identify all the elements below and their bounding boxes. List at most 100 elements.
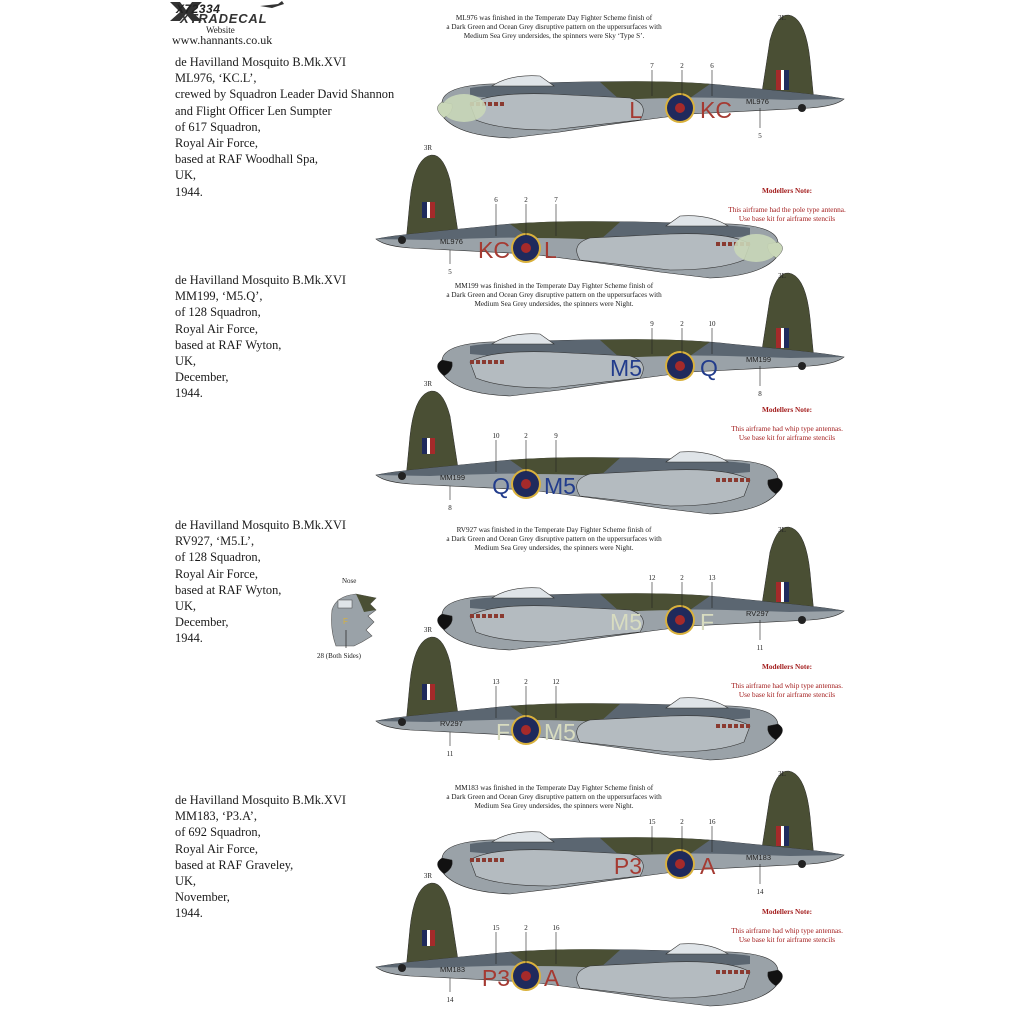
exhaust-stub xyxy=(470,858,474,862)
callout-number: 2 xyxy=(680,62,684,70)
squadron-code-left: Q xyxy=(492,473,510,499)
fin-ref-number: 3R xyxy=(424,144,433,152)
airframe xyxy=(437,770,845,895)
callout-number: 6 xyxy=(494,196,498,204)
modellers-note-text: This airframe had whip type antennas. Us… xyxy=(731,925,843,945)
squadron-code-left: P3 xyxy=(614,853,642,879)
exhaust-stub xyxy=(746,724,750,728)
aircraft-2-scheme-note: MM199 was finished in the Temperate Day … xyxy=(446,282,662,309)
exhaust-stub xyxy=(494,858,498,862)
squadron-code-right: KC xyxy=(700,97,732,123)
serial-number: MM183 xyxy=(440,965,465,974)
aircraft-1-scheme-note: ML976 was finished in the Temperate Day … xyxy=(446,14,662,41)
fin-ref-number: 3R xyxy=(424,380,433,388)
callout-number: 2 xyxy=(680,574,684,582)
website-url[interactable]: www.hannants.co.uk xyxy=(172,33,273,47)
fin-flash-red xyxy=(430,202,435,218)
modellers-note-title: Modellers Note: xyxy=(761,404,813,414)
serial-number: RV297 xyxy=(440,719,463,728)
canopy xyxy=(665,943,729,955)
exhaust-stub xyxy=(488,102,492,106)
exhaust-stub xyxy=(740,970,744,974)
fin-flash-white xyxy=(781,328,784,348)
fin-flash-blue xyxy=(422,438,427,454)
airframe xyxy=(375,636,783,761)
callout-number: 9 xyxy=(650,320,654,328)
exhaust-stub xyxy=(470,614,474,618)
exhaust-stub xyxy=(500,858,504,862)
squadron-code-right: M5 xyxy=(544,719,576,745)
airframe xyxy=(375,154,783,279)
fin-flash-blue xyxy=(784,582,789,602)
aircraft-3-description: de Havilland Mosquito B.Mk.XVI RV927, ‘M… xyxy=(175,518,347,646)
modellers-note-title: Modellers Note: xyxy=(761,185,813,195)
exhaust-stub xyxy=(482,858,486,862)
fin-ref-number: 3L xyxy=(778,770,786,778)
callout-number: 15 xyxy=(649,818,657,826)
canopy xyxy=(665,215,729,227)
modellers-note-title: Modellers Note: xyxy=(761,906,813,916)
serial-callout-number: 8 xyxy=(758,390,762,398)
exhaust-stub xyxy=(740,478,744,482)
aircraft-4-scheme-note: MM183 was finished in the Temperate Day … xyxy=(446,784,662,811)
airframe xyxy=(375,390,783,515)
callout-number: 2 xyxy=(524,924,528,932)
callout-number: 10 xyxy=(709,320,717,328)
squadron-code-right: A xyxy=(700,853,716,879)
tail-wheel xyxy=(798,362,806,370)
serial-callout-number: 11 xyxy=(757,644,764,652)
exhaust-stub xyxy=(740,724,744,728)
serial-number: MM199 xyxy=(440,473,465,482)
serial-number: MM183 xyxy=(746,853,771,862)
callout-number: 2 xyxy=(524,196,528,204)
exhaust-stub xyxy=(500,614,504,618)
fin xyxy=(405,636,461,728)
exhaust-stub xyxy=(734,478,738,482)
tail-wheel xyxy=(798,860,806,868)
spinner xyxy=(437,359,453,377)
fin-ref-number: 3R xyxy=(424,872,433,880)
exhaust-stub xyxy=(746,478,750,482)
aircraft-3-scheme-note: RV927 was finished in the Temperate Day … xyxy=(446,526,662,553)
serial-callout-number: 11 xyxy=(447,750,454,758)
squadron-code-right: A xyxy=(544,965,560,991)
fin-flash-blue xyxy=(784,328,789,348)
tail-wheel xyxy=(398,964,406,972)
exhaust-stub xyxy=(482,360,486,364)
xtradecal-logo xyxy=(168,0,288,22)
exhaust-stub xyxy=(728,970,732,974)
svg-text:F: F xyxy=(343,617,348,626)
nose-cone xyxy=(734,234,778,262)
fin-flash-white xyxy=(427,684,430,700)
fin-flash-white xyxy=(781,582,784,602)
aircraft-4-description: de Havilland Mosquito B.Mk.XVI MM183, ‘P… xyxy=(175,793,347,921)
canopy xyxy=(491,75,555,87)
nose-detail-label: Nose xyxy=(342,577,357,585)
callout-number: 2 xyxy=(680,320,684,328)
callout-number: 13 xyxy=(493,678,501,686)
serial-callout-number: 5 xyxy=(448,268,452,276)
exhaust-stub xyxy=(488,360,492,364)
fin xyxy=(759,272,815,364)
aircraft-1-modellers-note: Modellers Note: This airframe had the po… xyxy=(712,176,862,234)
squadron-code-left: L xyxy=(629,97,642,123)
nose-detail-illustration: F xyxy=(331,593,377,648)
canopy xyxy=(491,333,555,345)
roundel-red xyxy=(521,479,531,489)
exhaust-stub xyxy=(722,478,726,482)
fin xyxy=(759,14,815,106)
callout-number: 7 xyxy=(554,196,558,204)
fin-flash-red xyxy=(776,328,781,348)
exhaust-stub xyxy=(716,970,720,974)
fin-ref-number: 3L xyxy=(778,526,786,534)
engine-nacelle xyxy=(469,93,644,131)
exhaust-stub xyxy=(716,724,720,728)
exhaust-stub xyxy=(728,724,732,728)
squadron-code-right: F xyxy=(700,609,714,635)
serial-callout-number: 14 xyxy=(447,996,455,1004)
tail-wheel xyxy=(398,718,406,726)
callout-number: 15 xyxy=(493,924,501,932)
